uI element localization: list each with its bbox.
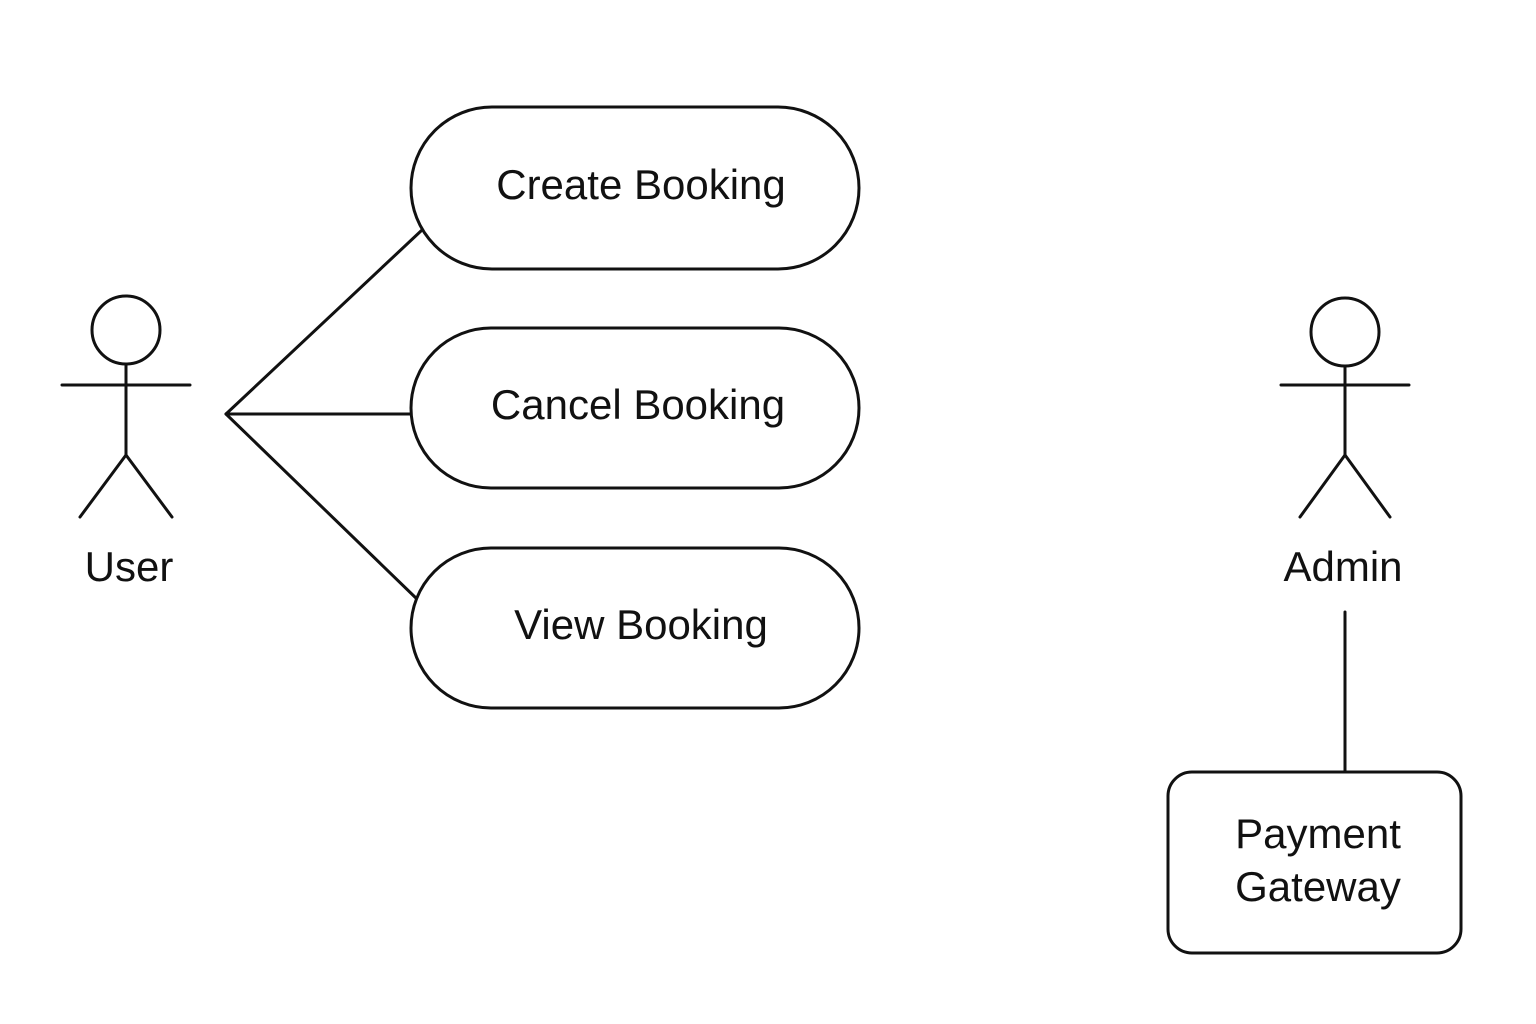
payment-gateway-label-line1: Payment: [1235, 810, 1401, 857]
actor-admin-label: Admin: [1283, 543, 1402, 590]
use-case-cancel-booking[interactable]: Cancel Booking: [409, 326, 861, 490]
association-user-view-booking: [224, 412, 420, 602]
association-user-create-booking: [224, 228, 424, 416]
system-payment-gateway[interactable]: Payment Gateway: [1166, 770, 1463, 955]
actor-user-label: User: [85, 543, 174, 590]
use-case-create-booking[interactable]: Create Booking: [409, 105, 861, 271]
user-stick-figure-icon: [60, 294, 192, 519]
use-case-cancel-booking-label: Cancel Booking: [491, 381, 785, 428]
use-case-view-booking[interactable]: View Booking: [409, 546, 861, 710]
use-case-view-booking-label: View Booking: [514, 601, 768, 648]
user-associations: [224, 228, 424, 602]
use-case-create-booking-label: Create Booking: [496, 161, 786, 208]
admin-stick-figure-icon: [1279, 296, 1411, 519]
actor-user[interactable]: User: [60, 294, 192, 590]
payment-gateway-label-line2: Gateway: [1235, 863, 1401, 910]
actor-admin[interactable]: Admin: [1279, 296, 1411, 590]
